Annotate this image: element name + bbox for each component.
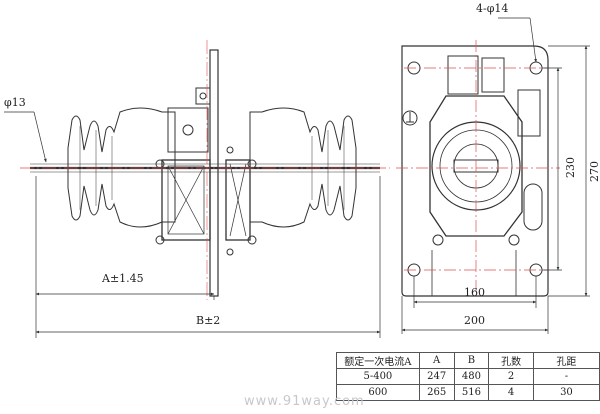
- table-row: 600 265 516 4 30: [336, 384, 600, 401]
- cell-a: 247: [418, 368, 455, 385]
- dimension-b-label: B±2: [196, 314, 220, 327]
- cell-rated-current: 600: [336, 384, 420, 401]
- front-center-lines: [396, 40, 560, 300]
- spec-table: 额定一次电流A A B 孔数 孔距 5-400 247 480 2 - 600 …: [336, 352, 600, 401]
- dimension-270-label: 270: [588, 161, 600, 182]
- cell-rated-current: 5-400: [336, 368, 420, 385]
- cell-b: 480: [453, 368, 490, 385]
- header-a: A: [418, 352, 455, 369]
- side-view: [30, 49, 380, 297]
- header-b: B: [453, 352, 490, 369]
- dimension-200-label: 200: [464, 314, 485, 327]
- cell-hole-spacing: -: [532, 368, 600, 385]
- cell-a: 265: [418, 384, 455, 401]
- watermark: www.91way.com: [244, 394, 365, 409]
- table-row: 5-400 247 480 2 -: [336, 368, 600, 385]
- dimension-230-label: 230: [564, 157, 577, 178]
- dimension-a-label: A±1.45: [101, 272, 144, 285]
- header-hole-spacing: 孔距: [532, 352, 600, 369]
- cell-hole-count: 2: [488, 368, 534, 385]
- spec-table-header-row: 额定一次电流A A B 孔数 孔距: [336, 352, 600, 369]
- header-hole-count: 孔数: [488, 352, 534, 369]
- front-dimensions: [401, 17, 590, 334]
- cell-hole-count: 4: [488, 384, 534, 401]
- dimension-160-label: 160: [464, 286, 485, 299]
- cell-b: 516: [453, 384, 490, 401]
- cell-hole-spacing: 30: [532, 384, 600, 401]
- side-dimensions: [4, 111, 381, 338]
- front-view: [401, 45, 549, 297]
- header-rated-current: 额定一次电流A: [336, 352, 420, 369]
- hole-diameter-label: 4-φ14: [476, 2, 508, 15]
- rod-diameter-label: φ13: [4, 96, 26, 109]
